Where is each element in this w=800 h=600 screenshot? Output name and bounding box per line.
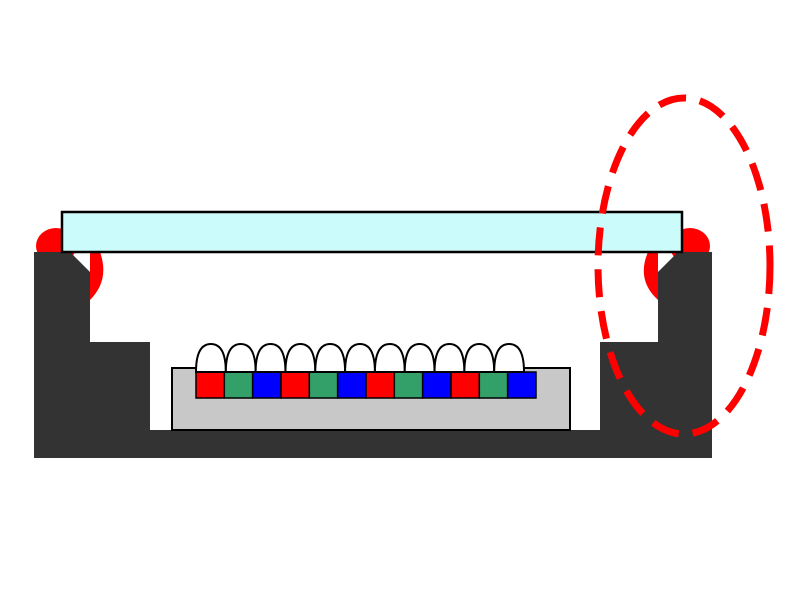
red-filter: [450, 371, 481, 399]
green-filter: [393, 371, 424, 399]
microlens: [344, 342, 376, 373]
microlens: [433, 342, 466, 373]
red-filter: [365, 371, 396, 399]
microlens-array: [194, 342, 526, 373]
blue-filter: [336, 371, 367, 399]
microlens: [373, 342, 406, 373]
microlens: [254, 342, 287, 373]
microlens: [314, 342, 347, 373]
microlens: [403, 342, 436, 373]
blue-filter: [506, 371, 537, 399]
adhesive-inner-group: [90, 252, 658, 300]
microlens: [493, 342, 526, 373]
adhesive-right-inner: [643, 252, 658, 300]
blue-filter: [421, 371, 452, 399]
blue-filter: [251, 371, 282, 399]
microlens: [463, 342, 496, 373]
green-filter: [478, 371, 509, 399]
red-filter: [195, 371, 226, 399]
cover-glass: [60, 210, 684, 254]
microlens: [194, 342, 227, 373]
color-filter-array: [195, 371, 537, 399]
red-filter: [280, 371, 311, 399]
green-filter: [223, 371, 254, 399]
adhesive-left-inner: [90, 252, 104, 300]
microlens: [284, 342, 317, 373]
highlight-ring: [594, 94, 774, 438]
green-filter: [308, 371, 339, 399]
microlens: [224, 342, 257, 373]
package-body: [34, 252, 712, 458]
